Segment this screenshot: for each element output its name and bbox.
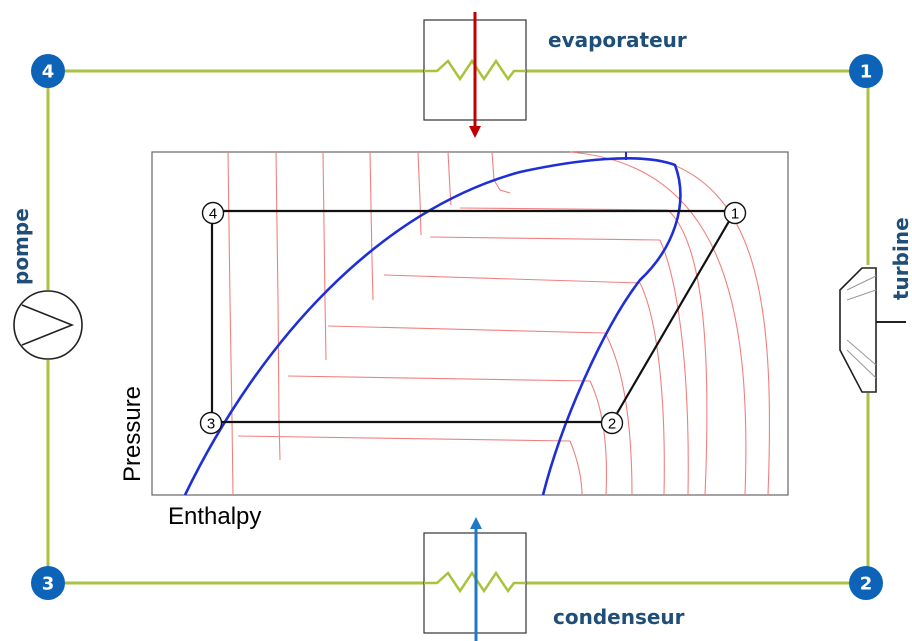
turbine-trapezoid-icon bbox=[839, 267, 906, 393]
svg-text:2: 2 bbox=[860, 574, 873, 595]
zigzag-coil-icon bbox=[424, 58, 526, 82]
evaporator bbox=[423, 12, 527, 138]
ph-diagram: 4 1 2 3 Pressure Enthalpy bbox=[119, 151, 789, 530]
evaporator-label: evaporateur bbox=[548, 28, 687, 52]
state-point-4: 4 bbox=[201, 201, 225, 225]
svg-text:4: 4 bbox=[209, 206, 217, 223]
condenser-label: condenseur bbox=[553, 605, 685, 629]
x-axis-label: Enthalpy bbox=[168, 503, 261, 530]
condenser bbox=[423, 517, 527, 641]
isotherm-lines bbox=[227, 151, 771, 496]
svg-text:2: 2 bbox=[608, 416, 616, 433]
node-3: 3 bbox=[31, 566, 65, 600]
turbine-label: turbine bbox=[889, 217, 912, 300]
svg-text:3: 3 bbox=[42, 574, 55, 595]
node-4: 4 bbox=[31, 54, 65, 88]
heat-in-arrow-head bbox=[469, 126, 481, 138]
y-axis-label: Pressure bbox=[119, 386, 146, 482]
svg-text:4: 4 bbox=[42, 62, 55, 83]
pump-circle-icon bbox=[13, 290, 83, 360]
svg-text:3: 3 bbox=[207, 416, 215, 433]
node-2: 2 bbox=[849, 566, 883, 600]
pipe-loop bbox=[46, 69, 870, 585]
state-point-3: 3 bbox=[199, 411, 223, 435]
svg-text:1: 1 bbox=[731, 206, 739, 223]
zigzag-coil-icon bbox=[424, 570, 526, 594]
cycle-path bbox=[210, 209, 736, 424]
saturation-dome bbox=[183, 157, 682, 496]
heat-out-arrow-head bbox=[470, 517, 482, 529]
pump-label: pompe bbox=[9, 208, 33, 285]
svg-text:1: 1 bbox=[860, 62, 873, 83]
ph-frame bbox=[151, 151, 789, 496]
state-point-2: 2 bbox=[600, 411, 624, 435]
node-1: 1 bbox=[849, 54, 883, 88]
state-point-1: 1 bbox=[723, 201, 747, 225]
